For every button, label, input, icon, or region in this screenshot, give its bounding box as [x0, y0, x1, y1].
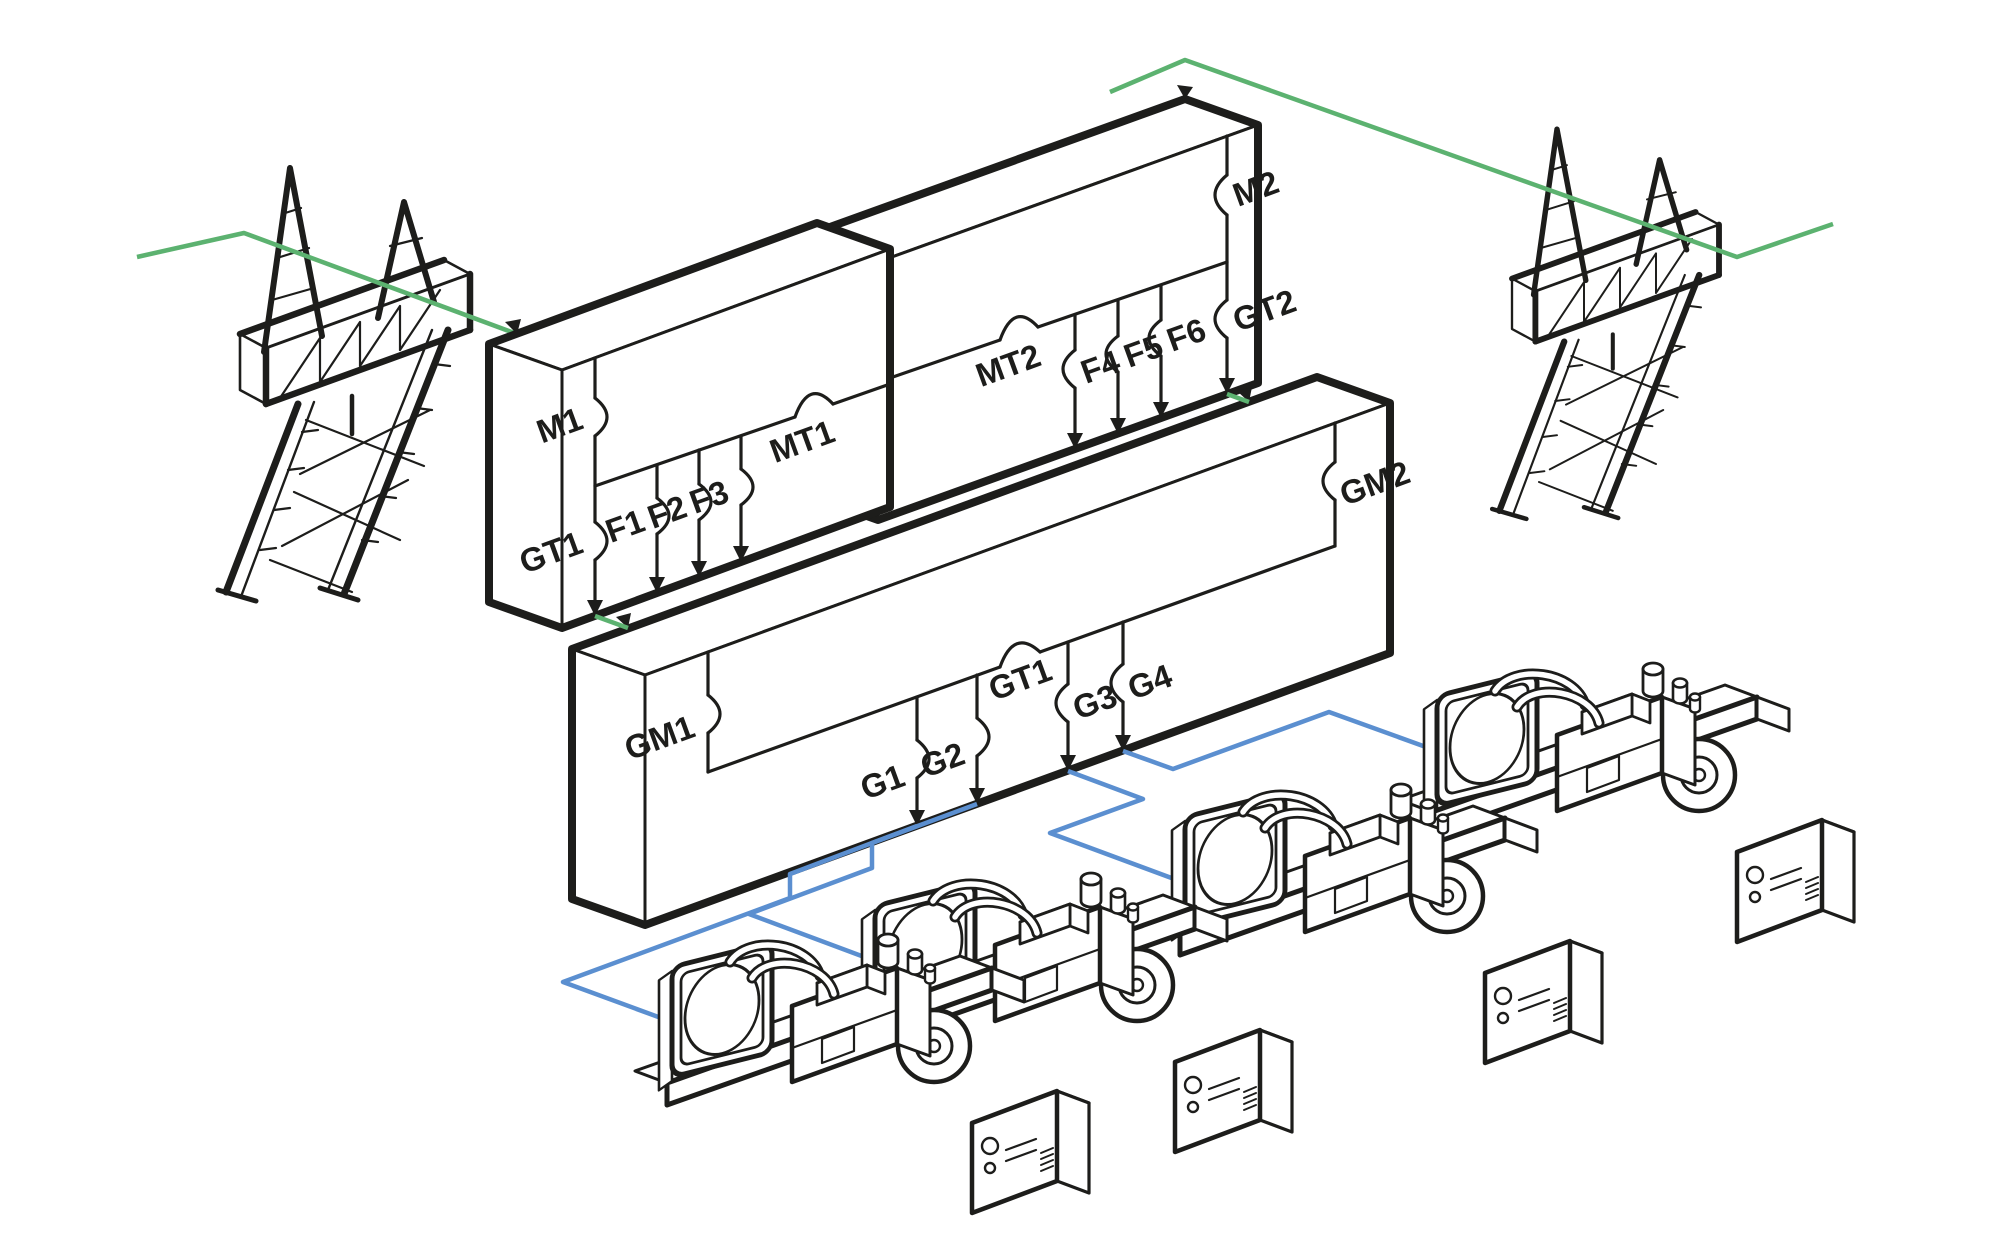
cable-g3: [1047, 768, 1186, 886]
breaker-mt2: [998, 315, 1040, 342]
breaker-g1: [915, 738, 931, 780]
breaker-g3: [1054, 682, 1070, 724]
transmission-tower-left: [218, 168, 470, 601]
breaker-gt2: [1213, 298, 1229, 340]
cable-g2: [746, 801, 978, 964]
generator-tie-jumpers: [594, 391, 1250, 631]
cable-terminals-gen: [616, 387, 1252, 826]
transmission-tower-right: [1492, 129, 1719, 519]
utility-switchboard-1: M1 GT1 F1 F2 F3 MT1: [485, 219, 894, 632]
breaker-f4: [1061, 348, 1077, 390]
generator-feeder-cables: [560, 709, 1438, 1025]
cable-g4: [1122, 709, 1438, 772]
breaker-g4: [1109, 662, 1125, 704]
cable-terminals-1: [505, 319, 749, 616]
jumper-gt1-to-gm1: [594, 613, 629, 631]
single-line-diagram-1: [593, 356, 892, 618]
grid-line-right: [1109, 57, 1834, 260]
jumper-gt2-to-gm2: [1226, 391, 1250, 405]
breaker-gm2: [1321, 460, 1337, 502]
breaker-gt1a: [593, 520, 609, 562]
breaker-gm1: [706, 693, 722, 735]
breaker-f2: [697, 482, 713, 522]
utility-power-lines: [136, 57, 1834, 337]
cable-terminals-2: [1067, 85, 1235, 449]
breaker-gt1: [998, 641, 1042, 669]
breaker-f1: [655, 496, 671, 536]
breaker-mt1: [793, 392, 835, 419]
breaker-m2: [1213, 173, 1229, 217]
grid-line-left: [136, 230, 518, 337]
breaker-f6: [1147, 318, 1163, 358]
breaker-f3: [739, 467, 755, 507]
breaker-f5: [1104, 334, 1120, 374]
breaker-m1: [593, 396, 609, 438]
breaker-g2: [975, 716, 991, 758]
generator-switchboard: GM1 G1 G2 G3 G4 GM2 GT1: [568, 373, 1415, 929]
single-line-diagram-2: [888, 134, 1229, 451]
